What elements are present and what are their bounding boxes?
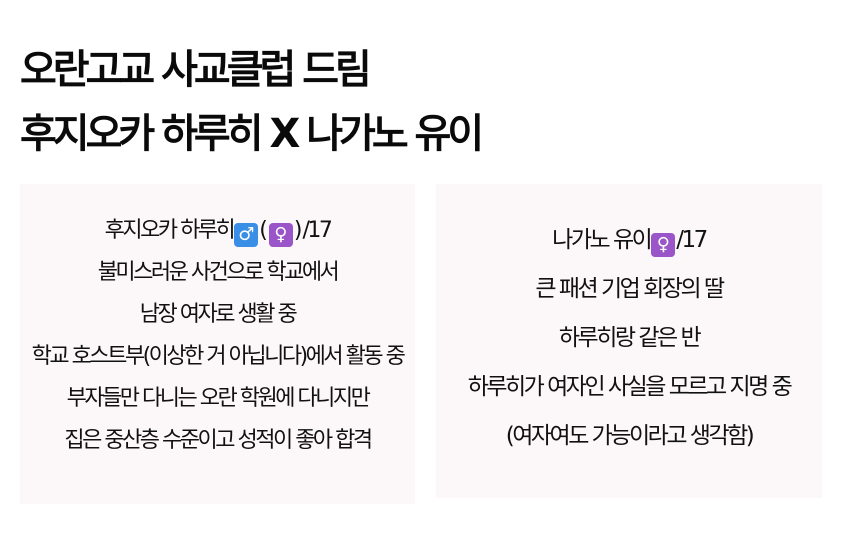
character-description-line: 집은 중산층 수준이고 성적이 좋아 합격 (64, 428, 373, 453)
character-age: /17 (676, 227, 708, 253)
character-name: 나가노 유이 (552, 227, 653, 253)
page-title: 오란고교 사교클럽 드림 (20, 47, 372, 93)
character-description-line: 부자들만 다니는 오란 학원에 다니지만 (66, 386, 371, 411)
character-name-line: 후지오카 하루히♂(♀)/17 (104, 210, 333, 252)
character-name-line: 나가노 유이♀/17 (552, 216, 708, 265)
character-description-line: 큰 패션 기업 회장의 딸 (535, 276, 725, 302)
character-description-line: (여자여도 가능이라고 생각함) (505, 423, 755, 449)
character-card-yui: 나가노 유이♀/17 큰 패션 기업 회장의 딸 하루히랑 같은 반 하루히가 … (436, 184, 822, 498)
character-age: /17 (302, 218, 332, 243)
page-subtitle: 후지오카 하루히 X 나가노 유이 (20, 111, 484, 157)
male-symbol-icon: ♂ (234, 223, 259, 247)
character-description-line: 학교 호스트부(이상한 거 아닙니다)에서 활동 중 (31, 344, 406, 369)
character-description-line: 불미스러운 사건으로 학교에서 (97, 260, 340, 285)
header: 오란고교 사교클럽 드림 후지오카 하루히 X 나가노 유이 (20, 38, 840, 166)
female-symbol-icon: ♀ (651, 233, 676, 257)
character-card-haruhi: 후지오카 하루히♂(♀)/17 불미스러운 사건으로 학교에서 남장 여자로 생… (20, 184, 415, 504)
female-symbol-icon: ♀ (268, 223, 293, 247)
character-description-line: 남장 여자로 생활 중 (139, 302, 298, 327)
close-paren: ) (293, 218, 303, 243)
character-name: 후지오카 하루히 (104, 218, 236, 243)
character-description-line: 하루히랑 같은 반 (558, 325, 702, 351)
character-description-line: 하루히가 여자인 사실을 모르고 지명 중 (467, 374, 793, 400)
open-paren: ( (259, 218, 268, 243)
